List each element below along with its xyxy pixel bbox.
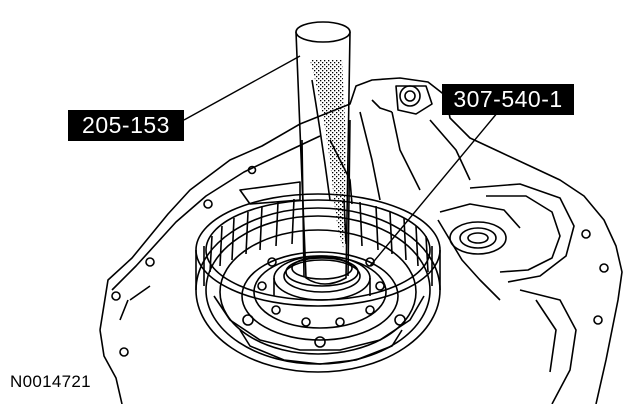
callout-label-205-153: 205-153	[68, 110, 184, 141]
callout-label-307-540-1: 307-540-1	[442, 84, 574, 115]
leader-line-205-153	[183, 55, 301, 121]
leader-line-307-540-1	[369, 111, 499, 267]
figure-id: N0014721	[10, 372, 91, 391]
tool-205-153-handle	[295, 21, 351, 285]
tool-307-540-1	[285, 256, 359, 287]
hub-assembly	[239, 251, 406, 365]
